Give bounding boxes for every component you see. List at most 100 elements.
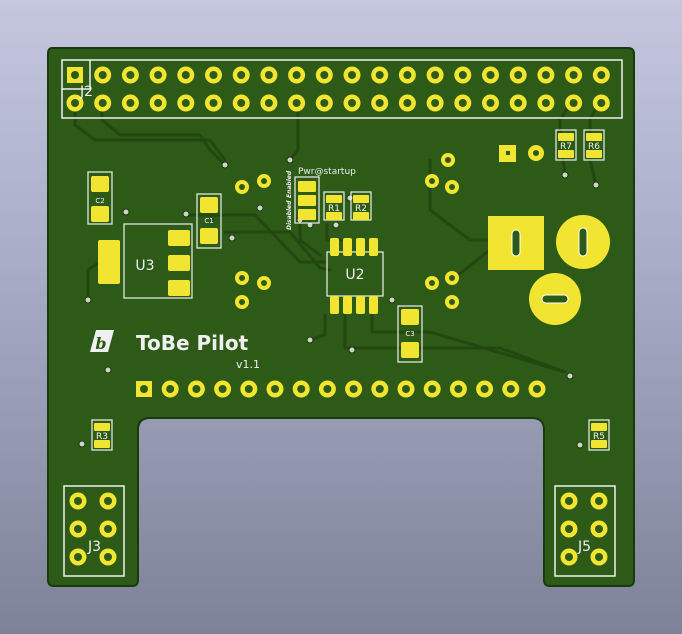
j2-pin-hole — [181, 99, 190, 107]
j3-pin-hole — [74, 497, 82, 505]
r2-pad-bottom — [353, 212, 369, 220]
j2-pin-hole — [154, 71, 163, 79]
r5-label: R5 — [593, 432, 605, 442]
r3-pad-top — [94, 423, 110, 431]
r3-pad-bottom — [94, 440, 110, 448]
j2-pin-hole — [264, 71, 273, 79]
r6-label: R6 — [588, 142, 600, 152]
r1-label: R1 — [328, 204, 340, 214]
c1-pad-bottom — [200, 228, 218, 244]
j2-pin-hole — [486, 99, 495, 107]
u3-pad-2 — [168, 255, 190, 271]
j2-pin-hole — [541, 99, 550, 107]
bottom-header-pin-hole — [349, 385, 358, 393]
c1-pad-top — [200, 197, 218, 213]
j2-pin-hole — [98, 99, 107, 107]
j2-pin-hole — [375, 71, 384, 79]
r1-pad-bottom — [326, 212, 342, 220]
j2-pin-hole — [569, 71, 578, 79]
bottom-header-pin-hole — [533, 385, 541, 393]
j2-pin-hole — [403, 71, 412, 79]
j5-pin-hole — [565, 497, 573, 505]
j2-pin-hole — [431, 99, 440, 107]
j3-pin-hole — [104, 525, 112, 533]
j2-pin-hole — [209, 71, 218, 79]
c3-pad-bottom — [401, 342, 419, 358]
u2-outline — [326, 251, 384, 297]
c3-pad-top — [401, 309, 419, 325]
j2-pin-hole — [237, 71, 246, 79]
j3-pin-hole — [74, 525, 82, 533]
j2-pin-hole — [597, 99, 606, 107]
bottom-header-pin-hole — [244, 385, 253, 393]
u2-pads — [330, 238, 378, 314]
bottom-header-pin-hole — [297, 385, 306, 393]
jumper-title: Pwr@startup — [298, 167, 356, 177]
bottom-header-pin-hole — [140, 385, 148, 393]
j2-pin-hole — [126, 99, 135, 107]
bottom-header-pins — [136, 380, 546, 398]
bottom-header-pin-hole — [428, 385, 437, 393]
r7-pad-bottom — [558, 150, 574, 158]
c2-pad-bottom — [91, 206, 109, 222]
j3-pin-hole — [104, 497, 112, 505]
j5-pin-hole — [565, 553, 573, 561]
jumper-pad-3[interactable] — [298, 209, 316, 220]
r7-pad-top — [558, 133, 574, 141]
u3-pad-3 — [168, 280, 190, 296]
j2-pin-hole — [209, 99, 218, 107]
j2-pin-hole — [514, 71, 523, 79]
j2-label: J2 — [79, 84, 93, 100]
j5-outline — [554, 485, 616, 577]
r6-pad-top — [586, 133, 602, 141]
jumper-pad-2[interactable] — [298, 195, 316, 206]
bottom-header-pin-hole — [375, 385, 384, 393]
j2-pin-hole — [98, 71, 107, 79]
j5-pin-hole — [595, 525, 603, 533]
j2-pin-hole — [320, 99, 329, 107]
j2-pins — [66, 66, 610, 112]
j2-pin-hole — [569, 99, 578, 107]
j2-pin-hole — [375, 99, 384, 107]
c2-pad-top — [91, 176, 109, 192]
j3-label: J3 — [87, 539, 101, 555]
j3-pin-hole — [74, 553, 82, 561]
r1-pad-top — [326, 195, 342, 203]
r2-label: R2 — [355, 204, 367, 214]
jumper-pad-1[interactable] — [298, 181, 316, 192]
j3-pins — [69, 492, 117, 566]
j5-pin-hole — [595, 497, 603, 505]
r6-pad-bottom — [586, 150, 602, 158]
r7-label: R7 — [560, 142, 572, 152]
j5-pin-hole — [595, 553, 603, 561]
bottom-header-pin-hole — [480, 385, 489, 393]
c3-label: C3 — [405, 330, 414, 338]
bottom-header-pin-hole — [218, 385, 227, 393]
j2-pin-hole — [320, 71, 329, 79]
bottom-header-pin-hole — [454, 385, 463, 393]
j2-pin-hole — [403, 99, 412, 107]
u2-label: U2 — [345, 267, 364, 283]
j2-pin-hole — [237, 99, 246, 107]
j2-pin-hole — [597, 71, 606, 79]
board-title: ToBe Pilot — [136, 331, 249, 355]
jumper-disabled-label: Disabled — [286, 200, 293, 230]
bottom-header-pin-hole — [506, 385, 515, 393]
j2-pin-hole — [541, 71, 550, 79]
j2-pin-hole — [292, 99, 301, 107]
r2-pad-top — [353, 195, 369, 203]
bottom-header-pin-hole — [402, 385, 410, 393]
u3-label: U3 — [135, 258, 154, 274]
r5-pad-bottom — [591, 440, 607, 448]
j2-pin-hole — [71, 99, 79, 107]
j5-pins — [560, 492, 608, 566]
svg-text:b: b — [95, 334, 106, 353]
j2-pin-hole — [154, 99, 163, 107]
j2-pin-hole — [514, 99, 523, 107]
j2-pin-hole — [458, 99, 467, 107]
r3-label: R3 — [96, 432, 108, 442]
j2-pin-hole — [264, 99, 273, 107]
c1-label: C1 — [204, 217, 213, 225]
j5-pin-hole — [565, 525, 573, 533]
